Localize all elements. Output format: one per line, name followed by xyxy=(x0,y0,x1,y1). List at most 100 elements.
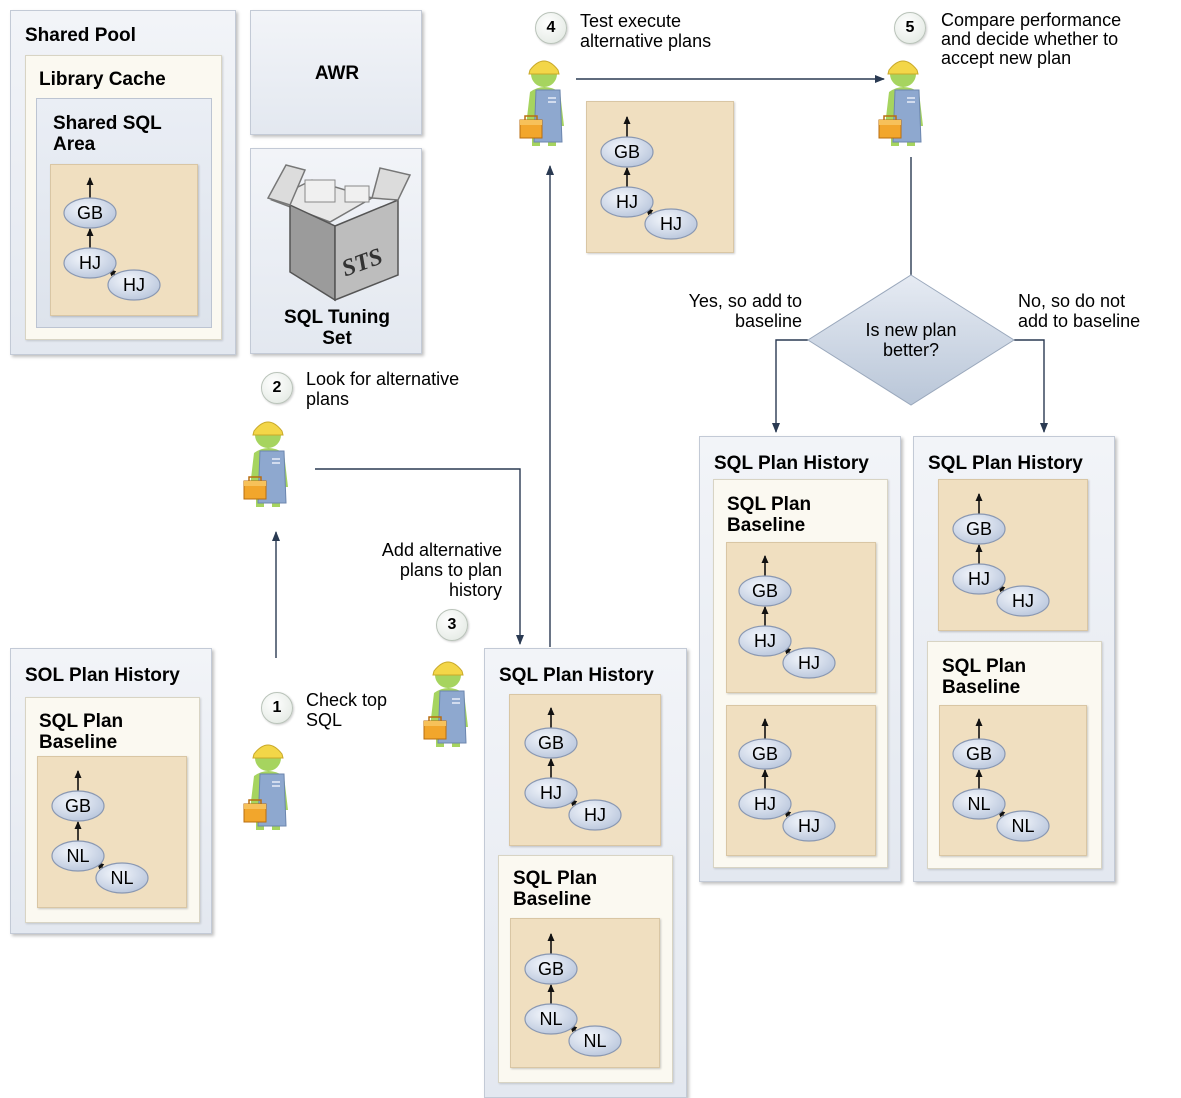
plan-node xyxy=(63,197,117,229)
plan-node-label: NL xyxy=(539,1009,562,1029)
plan-node-label: HJ xyxy=(584,805,606,825)
plan-node xyxy=(107,269,161,301)
mid-baseline-title: SQL Plan Baseline xyxy=(513,868,598,910)
plan-area xyxy=(938,479,1088,631)
plan-node xyxy=(600,186,654,218)
step-badge-2: 2 xyxy=(261,372,293,404)
plan-node-label: GB xyxy=(614,142,640,162)
step-label-3: Add alternative plans to plan history xyxy=(381,540,502,600)
plan-tree: GB HJ HJ xyxy=(738,718,836,842)
plan-node-label: HJ xyxy=(79,253,101,273)
worker-icon xyxy=(423,661,468,747)
plan-node-label: HJ xyxy=(798,816,820,836)
step-label-1: Check top SQL xyxy=(306,690,388,730)
step-label-4: Test execute alternative plans xyxy=(580,11,712,51)
no-plan-history-title: SQL Plan History xyxy=(928,453,1083,474)
plan-tree: GB HJ HJ xyxy=(738,555,836,679)
step-badge-1: 1 xyxy=(261,692,293,724)
step-badge-3: 3 xyxy=(436,609,468,641)
plan-node-label: HJ xyxy=(123,275,145,295)
plan-node xyxy=(524,727,578,759)
plan-node xyxy=(782,647,836,679)
plan-node-label: GB xyxy=(538,733,564,753)
plan-tree: GB NL NL xyxy=(524,933,622,1057)
shared-sql-area-title: Shared SQL Area xyxy=(53,113,162,155)
plan-node xyxy=(782,810,836,842)
toolbox-icon xyxy=(243,476,267,500)
plan-node-label: HJ xyxy=(968,569,990,589)
plan-tree: GB HJ HJ xyxy=(600,116,698,240)
plan-tree: GB HJ HJ xyxy=(524,707,622,831)
toolbox-icon xyxy=(243,799,267,823)
plan-node xyxy=(952,738,1006,770)
awr-panel: AWR xyxy=(250,10,422,135)
plan-node-label: GB xyxy=(966,519,992,539)
plan-node xyxy=(996,810,1050,842)
plan-node xyxy=(952,563,1006,595)
sts-title: SQL Tuning Set xyxy=(284,307,390,349)
plan-node-label: HJ xyxy=(754,794,776,814)
worker-icon xyxy=(243,421,288,507)
sts-box-icon: STS xyxy=(266,164,412,302)
plan-node xyxy=(644,208,698,240)
worker-icon xyxy=(243,744,288,830)
left-baseline-title: SQL Plan Baseline xyxy=(39,711,124,753)
toolbox-icon xyxy=(878,115,902,139)
plan-node xyxy=(63,247,117,279)
plan-node xyxy=(95,862,149,894)
toolbox-icon xyxy=(423,716,447,740)
plan-node-label: GB xyxy=(538,959,564,979)
yes-baseline-title: SQL Plan Baseline xyxy=(727,494,812,536)
worker-layer xyxy=(243,60,923,830)
step-label-5: Compare performance and decide whether t… xyxy=(941,10,1122,68)
plan-node-label: NL xyxy=(110,868,133,888)
decision-diamond-icon xyxy=(807,274,1015,406)
plan-node-label: NL xyxy=(66,846,89,866)
plan-node xyxy=(51,790,105,822)
plan-node-label: HJ xyxy=(540,783,562,803)
yes-plan-history-title: SQL Plan History xyxy=(714,453,869,474)
plan-node xyxy=(568,799,622,831)
decision-question: Is new plan better? xyxy=(865,320,957,360)
plan-node-label: NL xyxy=(967,794,990,814)
worker-icon xyxy=(519,60,564,146)
plan-node-label: HJ xyxy=(798,653,820,673)
decision-yes-label: Yes, so add to baseline xyxy=(688,291,802,331)
plan-node-label: GB xyxy=(752,744,778,764)
plan-node xyxy=(738,738,792,770)
plan-node-label: GB xyxy=(752,581,778,601)
plan-node xyxy=(600,136,654,168)
plan-tree: GB NL NL xyxy=(51,770,149,894)
plan-node xyxy=(996,585,1050,617)
plan-node-label: NL xyxy=(583,1031,606,1051)
awr-title: AWR xyxy=(314,63,360,84)
plan-node-label: GB xyxy=(77,203,103,223)
plan-node-label: HJ xyxy=(660,214,682,234)
plan-node xyxy=(738,575,792,607)
shared-pool-title: Shared Pool xyxy=(25,25,136,46)
plan-node-label: GB xyxy=(65,796,91,816)
plan-node-layer: GB HJ HJ GB HJ HJ GB HJ HJ GB NL NL GB NL NL GB HJ HJ GB HJ… xyxy=(51,116,1050,1057)
plan-node-label: HJ xyxy=(1012,591,1034,611)
worker-icon xyxy=(878,60,923,146)
step-badge-5: 5 xyxy=(894,12,926,44)
toolbox-icon xyxy=(519,115,543,139)
step-label-2: Look for alternative plans xyxy=(306,369,460,409)
plan-node-label: HJ xyxy=(754,631,776,651)
plan-node-label: HJ xyxy=(616,192,638,212)
no-baseline-title: SQL Plan Baseline xyxy=(942,656,1027,698)
plan-node xyxy=(738,625,792,657)
plan-node xyxy=(51,840,105,872)
plan-node xyxy=(568,1025,622,1057)
plan-node xyxy=(524,1003,578,1035)
step-badge-4: 4 xyxy=(535,12,567,44)
plan-node xyxy=(952,513,1006,545)
plan-node xyxy=(524,953,578,985)
plan-node-label: NL xyxy=(1011,816,1034,836)
connector-lines xyxy=(272,75,1048,658)
decision-no-label: No, so do not add to baseline xyxy=(1018,291,1141,331)
plan-node xyxy=(524,777,578,809)
library-cache-title: Library Cache xyxy=(39,69,166,90)
